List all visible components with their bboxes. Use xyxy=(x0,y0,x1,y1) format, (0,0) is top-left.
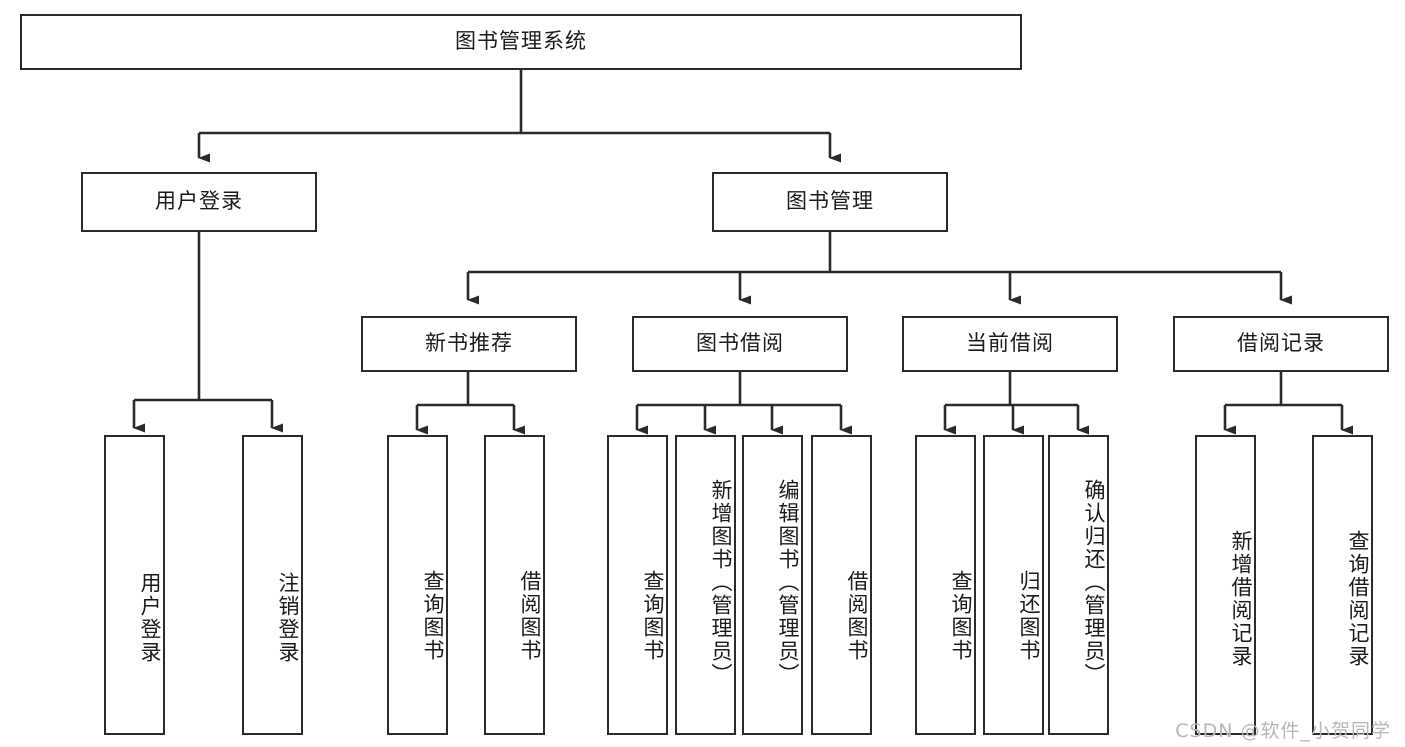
leaf-borrow-book-1-label: 借阅图书 xyxy=(518,569,542,662)
leaf-add-record-label: 新增借阅记录 xyxy=(1229,530,1253,668)
leaf-add-book-label: 新增图书（管理员） xyxy=(709,478,733,686)
leaf-query-book-1-label: 查询图书 xyxy=(421,569,445,662)
watermark: CSDN @软件_小贺同学 xyxy=(1175,720,1391,742)
leaf-add-book[interactable]: 新增图书（管理员） xyxy=(675,435,736,735)
node-new-book-recommend-label: 新书推荐 xyxy=(425,331,513,356)
leaf-query-book-3[interactable]: 查询图书 xyxy=(915,435,976,735)
leaf-query-book-1[interactable]: 查询图书 xyxy=(387,435,448,735)
leaf-user-logout-label: 注销登录 xyxy=(276,572,300,664)
leaf-query-book-2[interactable]: 查询图书 xyxy=(607,435,668,735)
node-new-book-recommend[interactable]: 新书推荐 xyxy=(361,316,577,372)
node-borrow-record-label: 借阅记录 xyxy=(1237,331,1325,356)
node-book-borrow[interactable]: 图书借阅 xyxy=(632,316,848,372)
leaf-confirm-return[interactable]: 确认归还（管理员） xyxy=(1048,435,1109,735)
node-current-borrow[interactable]: 当前借阅 xyxy=(902,316,1118,372)
leaf-query-book-2-label: 查询图书 xyxy=(641,569,665,662)
leaf-borrow-book-2[interactable]: 借阅图书 xyxy=(811,435,872,735)
leaf-query-book-3-label: 查询图书 xyxy=(949,569,973,662)
node-user-login[interactable]: 用户登录 xyxy=(81,172,317,232)
leaf-return-book[interactable]: 归还图书 xyxy=(983,435,1044,735)
node-book-management[interactable]: 图书管理 xyxy=(712,172,948,232)
leaf-query-record[interactable]: 查询借阅记录 xyxy=(1312,435,1373,735)
leaf-user-login-label: 用户登录 xyxy=(138,572,162,664)
leaf-query-record-label: 查询借阅记录 xyxy=(1346,530,1370,668)
leaf-confirm-return-label: 确认归还（管理员） xyxy=(1082,478,1106,686)
leaf-edit-book[interactable]: 编辑图书（管理员） xyxy=(742,435,803,735)
leaf-add-record[interactable]: 新增借阅记录 xyxy=(1195,435,1256,735)
leaf-return-book-label: 归还图书 xyxy=(1017,569,1041,662)
node-root-label: 图书管理系统 xyxy=(455,29,587,54)
node-book-management-label: 图书管理 xyxy=(786,189,874,214)
node-book-borrow-label: 图书借阅 xyxy=(696,331,784,356)
leaf-user-logout[interactable]: 注销登录 xyxy=(242,435,303,735)
leaf-borrow-book-2-label: 借阅图书 xyxy=(845,569,869,662)
leaf-edit-book-label: 编辑图书（管理员） xyxy=(776,478,800,686)
leaf-user-login[interactable]: 用户登录 xyxy=(104,435,165,735)
node-borrow-record[interactable]: 借阅记录 xyxy=(1173,316,1389,372)
node-user-login-label: 用户登录 xyxy=(155,189,243,214)
node-current-borrow-label: 当前借阅 xyxy=(966,331,1054,356)
node-root[interactable]: 图书管理系统 xyxy=(20,14,1022,70)
leaf-borrow-book-1[interactable]: 借阅图书 xyxy=(484,435,545,735)
